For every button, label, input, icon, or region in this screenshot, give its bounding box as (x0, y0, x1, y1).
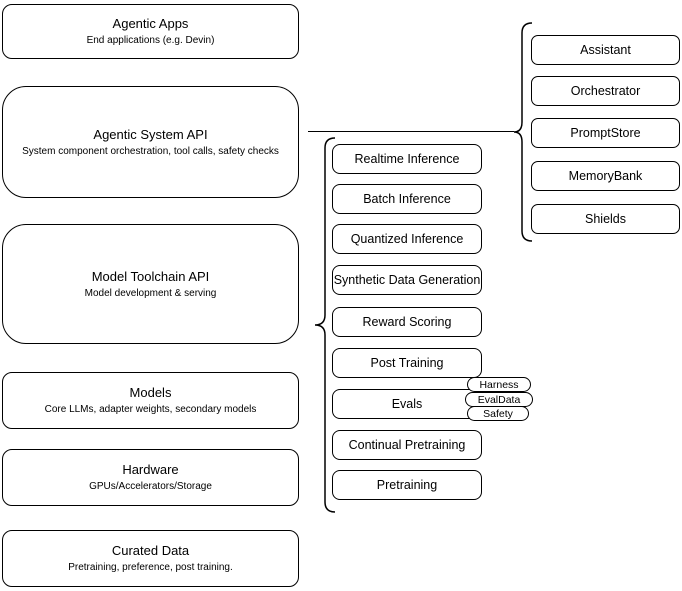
node-title: Models (129, 385, 172, 400)
node-title: Hardware (122, 462, 179, 477)
node-title: Agentic Apps (112, 16, 189, 31)
node-label: Post Training (370, 356, 444, 370)
node-subtitle: System component orchestration, tool cal… (22, 145, 279, 157)
tag-evaldata: EvalData (465, 392, 533, 407)
node-curated-data: Curated Data Pretraining, preference, po… (2, 530, 299, 587)
node-promptstore: PromptStore (531, 118, 680, 148)
toolchain-group-brace (314, 137, 336, 513)
node-label: Reward Scoring (362, 315, 452, 329)
node-subtitle: Model development & serving (84, 287, 217, 299)
node-title: Agentic System API (93, 126, 208, 142)
node-continual-pretraining: Continual Pretraining (332, 430, 482, 460)
node-realtime-inference: Realtime Inference (332, 144, 482, 174)
connector-system-api-to-components (308, 131, 514, 132)
node-orchestrator: Orchestrator (531, 76, 680, 106)
node-label: Orchestrator (570, 84, 641, 98)
node-subtitle: End applications (e.g. Devin) (86, 35, 215, 46)
system-components-brace (513, 22, 533, 242)
node-label: Realtime Inference (354, 152, 460, 166)
node-label: Pretraining (376, 478, 438, 492)
node-memorybank: MemoryBank (531, 161, 680, 191)
node-label: Batch Inference (363, 192, 451, 206)
tag-label: Harness (479, 378, 519, 391)
node-reward-scoring: Reward Scoring (332, 307, 482, 337)
node-label: PromptStore (570, 126, 641, 140)
node-agentic-apps: Agentic Apps End applications (e.g. Devi… (2, 4, 299, 59)
node-subtitle: Core LLMs, adapter weights, secondary mo… (44, 404, 257, 415)
node-evals: Evals (332, 389, 482, 419)
node-title: Curated Data (111, 543, 190, 558)
node-shields: Shields (531, 204, 680, 234)
node-subtitle: GPUs/Accelerators/Storage (89, 481, 212, 492)
node-batch-inference: Batch Inference (332, 184, 482, 214)
node-label: Continual Pretraining (348, 438, 466, 452)
node-title: Model Toolchain API (91, 268, 210, 284)
node-post-training: Post Training (332, 348, 482, 378)
tag-label: Safety (483, 407, 513, 420)
node-hardware: Hardware GPUs/Accelerators/Storage (2, 449, 299, 506)
node-label: Shields (585, 212, 626, 226)
node-label: Quantized Inference (350, 232, 464, 246)
node-quantized-inference: Quantized Inference (332, 224, 482, 254)
node-agentic-system-api: Agentic System API System component orch… (2, 86, 299, 198)
node-label: Assistant (580, 43, 631, 57)
node-label: MemoryBank (568, 169, 643, 183)
node-synthetic-data-generation: Synthetic Data Generation (332, 265, 482, 295)
node-label: Synthetic Data Generation (333, 273, 481, 287)
node-pretraining: Pretraining (332, 470, 482, 500)
tag-harness: Harness (467, 377, 531, 392)
tag-label: EvalData (477, 393, 521, 406)
node-model-toolchain-api: Model Toolchain API Model development & … (2, 224, 299, 344)
tag-safety: Safety (467, 406, 529, 421)
node-label: Evals (391, 397, 423, 411)
node-subtitle: Pretraining, preference, post training. (68, 562, 233, 573)
node-assistant: Assistant (531, 35, 680, 65)
node-models: Models Core LLMs, adapter weights, secon… (2, 372, 299, 429)
